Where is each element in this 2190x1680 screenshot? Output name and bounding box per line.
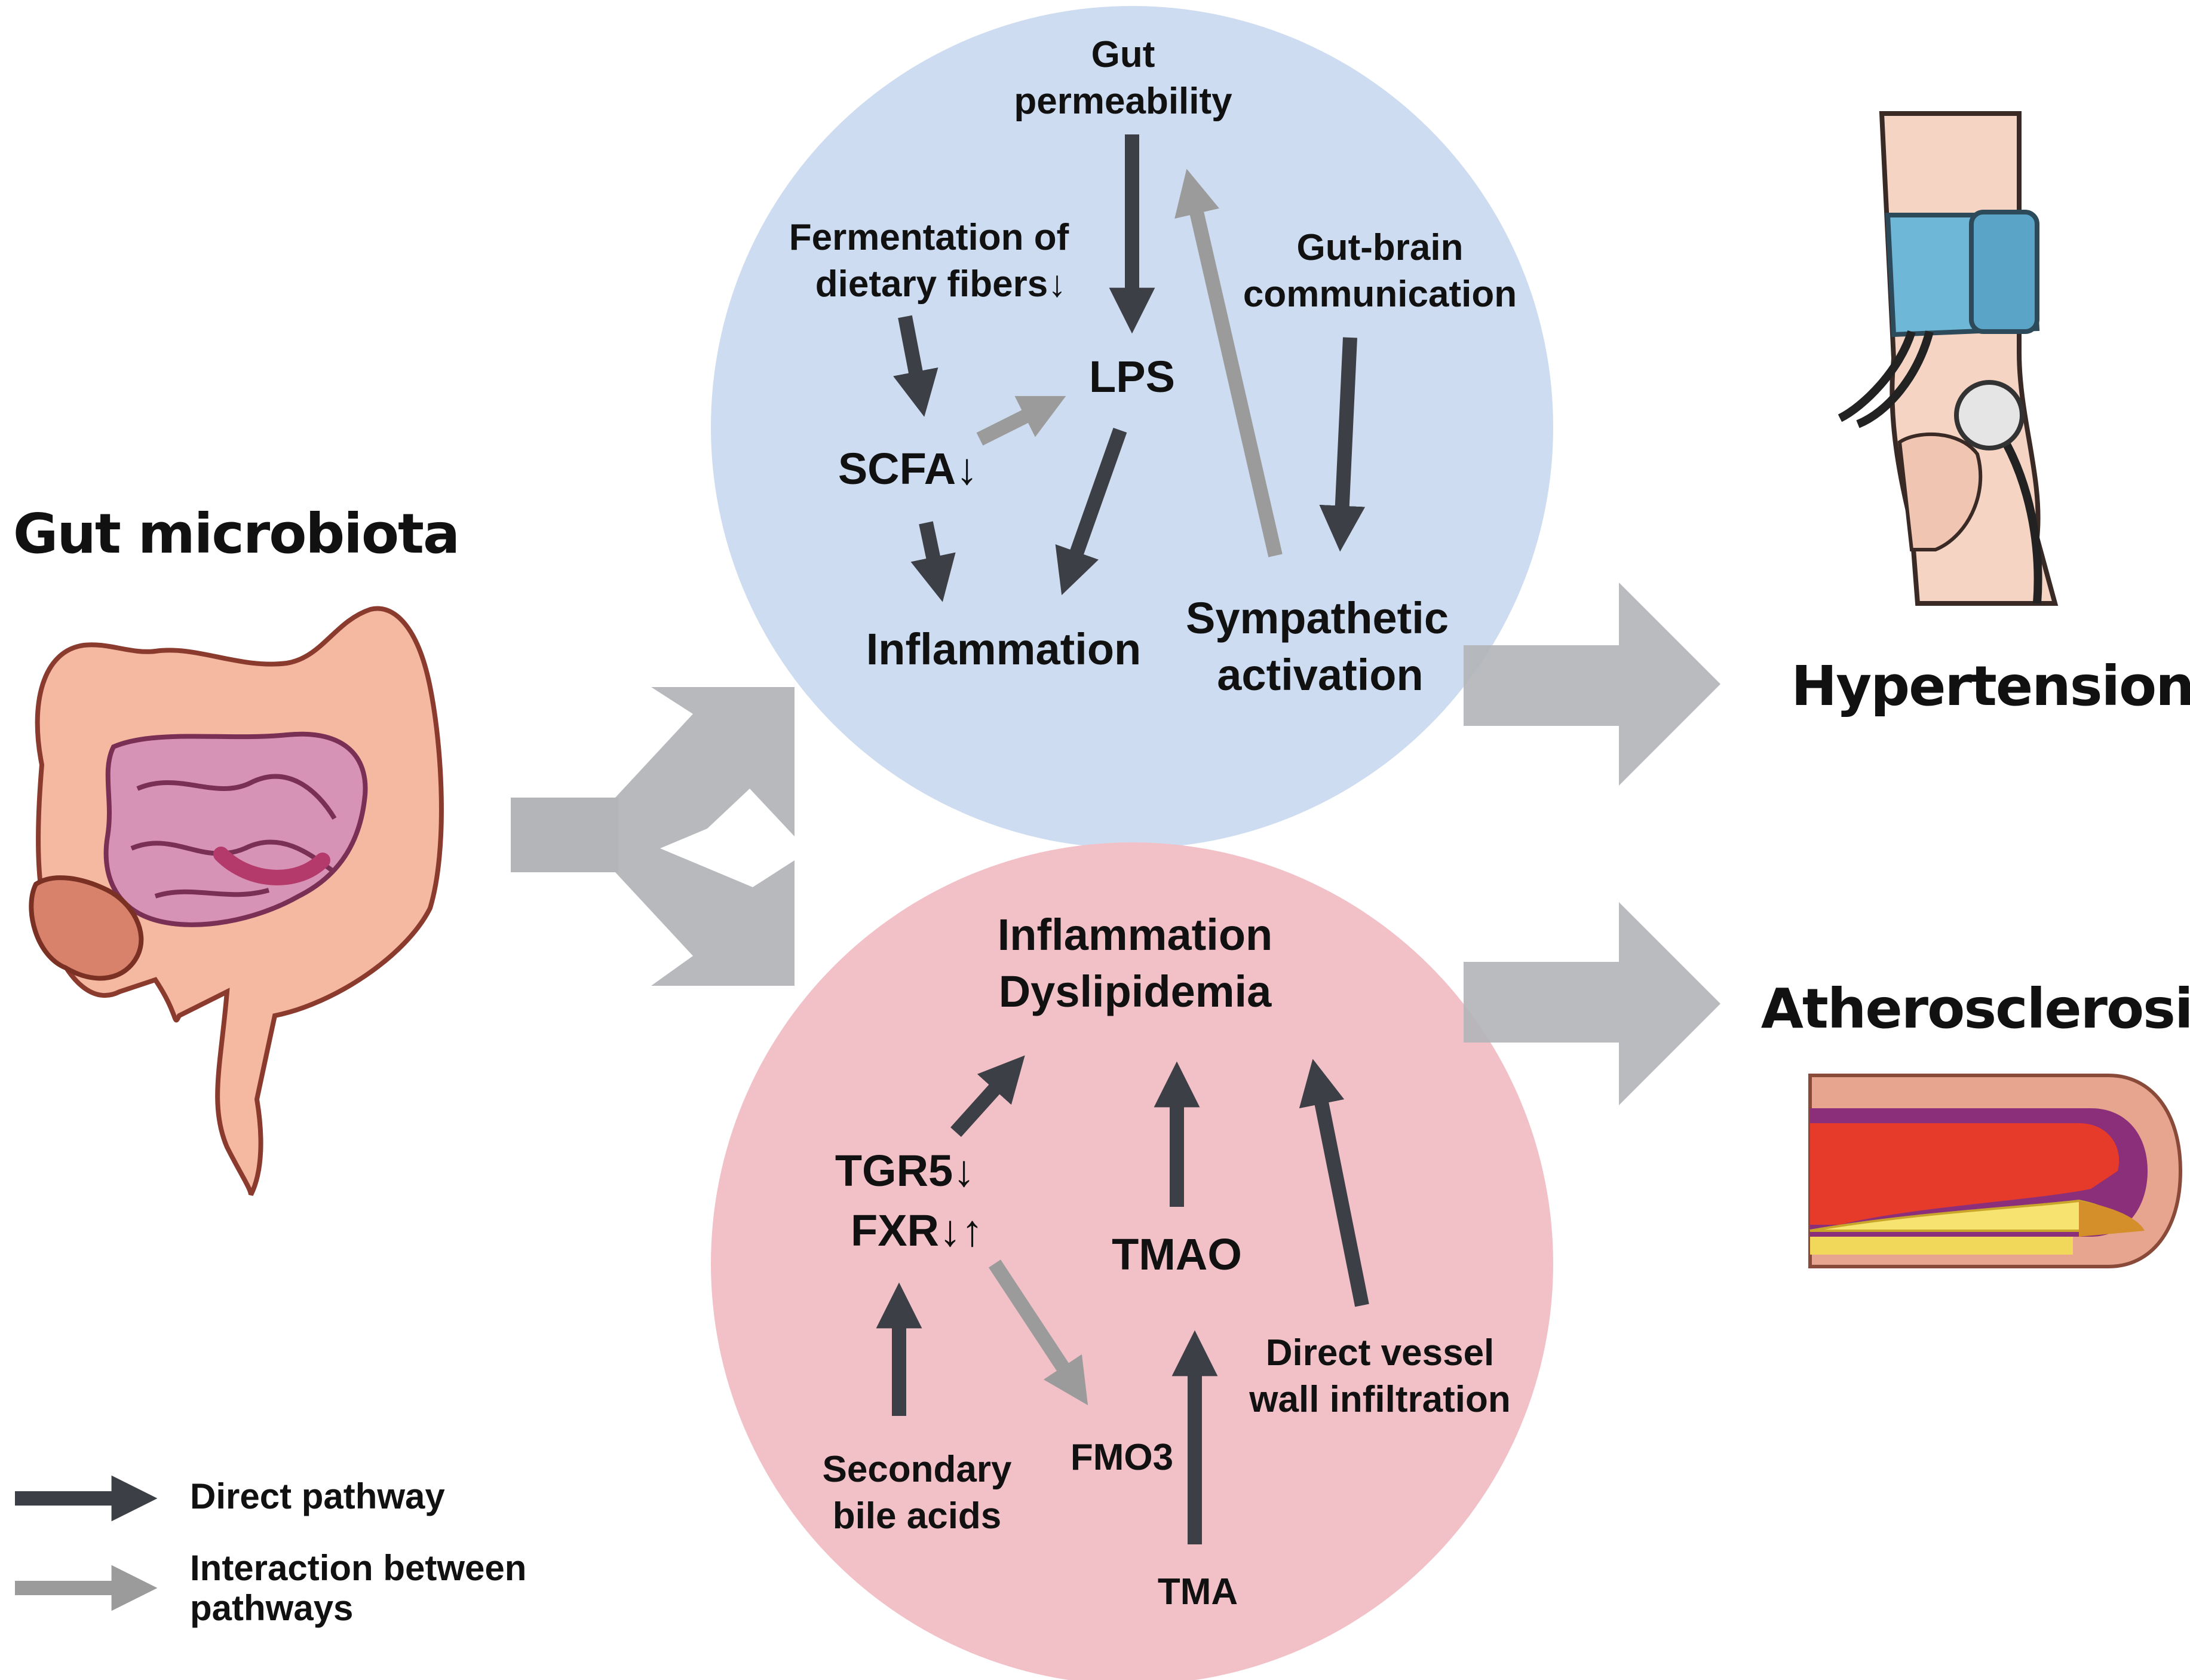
label-gut-brain-1: Gut-brain bbox=[1297, 227, 1464, 268]
label-sympathetic-2: activation bbox=[1217, 650, 1423, 700]
plaque-cap bbox=[2079, 1201, 2145, 1237]
plaque-core bbox=[1810, 1237, 2073, 1255]
inner-intestine-segment bbox=[213, 847, 330, 885]
atherosclerosis-big-arrow bbox=[1464, 902, 1720, 1105]
blood-pressure-illustration bbox=[1838, 111, 2059, 606]
intestine-illustration bbox=[29, 606, 444, 1196]
arrow-vessel-to-outcome bbox=[1299, 1059, 1369, 1307]
bottom-circle-arrows bbox=[876, 1055, 1369, 1544]
arrow-fxr-to-fmo3 bbox=[988, 1259, 1088, 1406]
label-outcome-2: Dyslipidemia bbox=[999, 967, 1272, 1016]
label-outcome-1: Inflammation bbox=[998, 910, 1272, 959]
legend-interaction-label-1: Interaction between bbox=[190, 1548, 526, 1588]
arrow-scfa-to-inflammation bbox=[910, 521, 956, 602]
label-fermentation-1: Fermentation of bbox=[789, 217, 1069, 258]
arrow-sympathetic-to-permeability bbox=[1174, 168, 1283, 557]
label-direct-vessel-2: wall infiltration bbox=[1249, 1379, 1510, 1420]
top-circle-arrows bbox=[893, 134, 1366, 602]
arrow-tgr5-to-outcome bbox=[950, 1055, 1025, 1138]
title-gut-microbiota: Gut microbiota bbox=[13, 502, 459, 566]
label-sympathetic-1: Sympathetic bbox=[1186, 593, 1449, 643]
label-direct-vessel-1: Direct vessel bbox=[1266, 1332, 1495, 1374]
label-secondary-1: Secondary bbox=[822, 1449, 1012, 1490]
arrow-scfa-to-lps bbox=[976, 396, 1066, 446]
label-gut-permeability-2: permeability bbox=[1014, 81, 1232, 122]
label-fmo3: FMO3 bbox=[1071, 1437, 1173, 1478]
label-tgr5: TGR5↓ bbox=[835, 1146, 975, 1195]
bp-cuff-strap bbox=[1969, 210, 2039, 334]
label-gut-permeability-1: Gut bbox=[1091, 34, 1155, 75]
top-pathway-circle bbox=[711, 6, 1553, 848]
arrow-gutbrain-to-sympathetic bbox=[1319, 337, 1366, 552]
label-gut-brain-2: communication bbox=[1243, 274, 1517, 315]
legend: Direct pathway Interaction between pathw… bbox=[15, 1475, 526, 1628]
artery-lumen-blood bbox=[1810, 1123, 2120, 1225]
label-tmao: TMAO bbox=[1112, 1230, 1242, 1279]
artery-illustration bbox=[1808, 1074, 2183, 1268]
label-scfa: SCFA↓ bbox=[838, 444, 978, 493]
label-lps: LPS bbox=[1089, 352, 1175, 401]
splitting-arrow bbox=[511, 687, 795, 986]
bottom-pathway-circle bbox=[711, 842, 1553, 1680]
label-fermentation-2: dietary fibers↓ bbox=[815, 263, 1066, 305]
legend-interaction-label-2: pathways bbox=[190, 1588, 353, 1628]
legend-direct-label: Direct pathway bbox=[190, 1476, 445, 1516]
label-secondary-2: bile acids bbox=[833, 1495, 1002, 1537]
small-intestine-loops bbox=[130, 774, 337, 899]
title-hypertension: Hypertension bbox=[1791, 654, 2190, 718]
label-inflammation-top: Inflammation bbox=[866, 624, 1141, 674]
title-atherosclerosis: Atherosclerosis bbox=[1761, 977, 2190, 1041]
stethoscope-chestpiece bbox=[1954, 380, 2025, 450]
arrow-lps-to-inflammation bbox=[1055, 427, 1127, 596]
hand bbox=[1897, 432, 1983, 551]
label-tma: TMA bbox=[1158, 1571, 1238, 1612]
hypertension-big-arrow bbox=[1464, 583, 1720, 786]
cecum bbox=[29, 875, 144, 981]
arrow-fermentation-to-scfa bbox=[893, 315, 938, 417]
label-fxr: FXR↓↑ bbox=[851, 1206, 983, 1255]
